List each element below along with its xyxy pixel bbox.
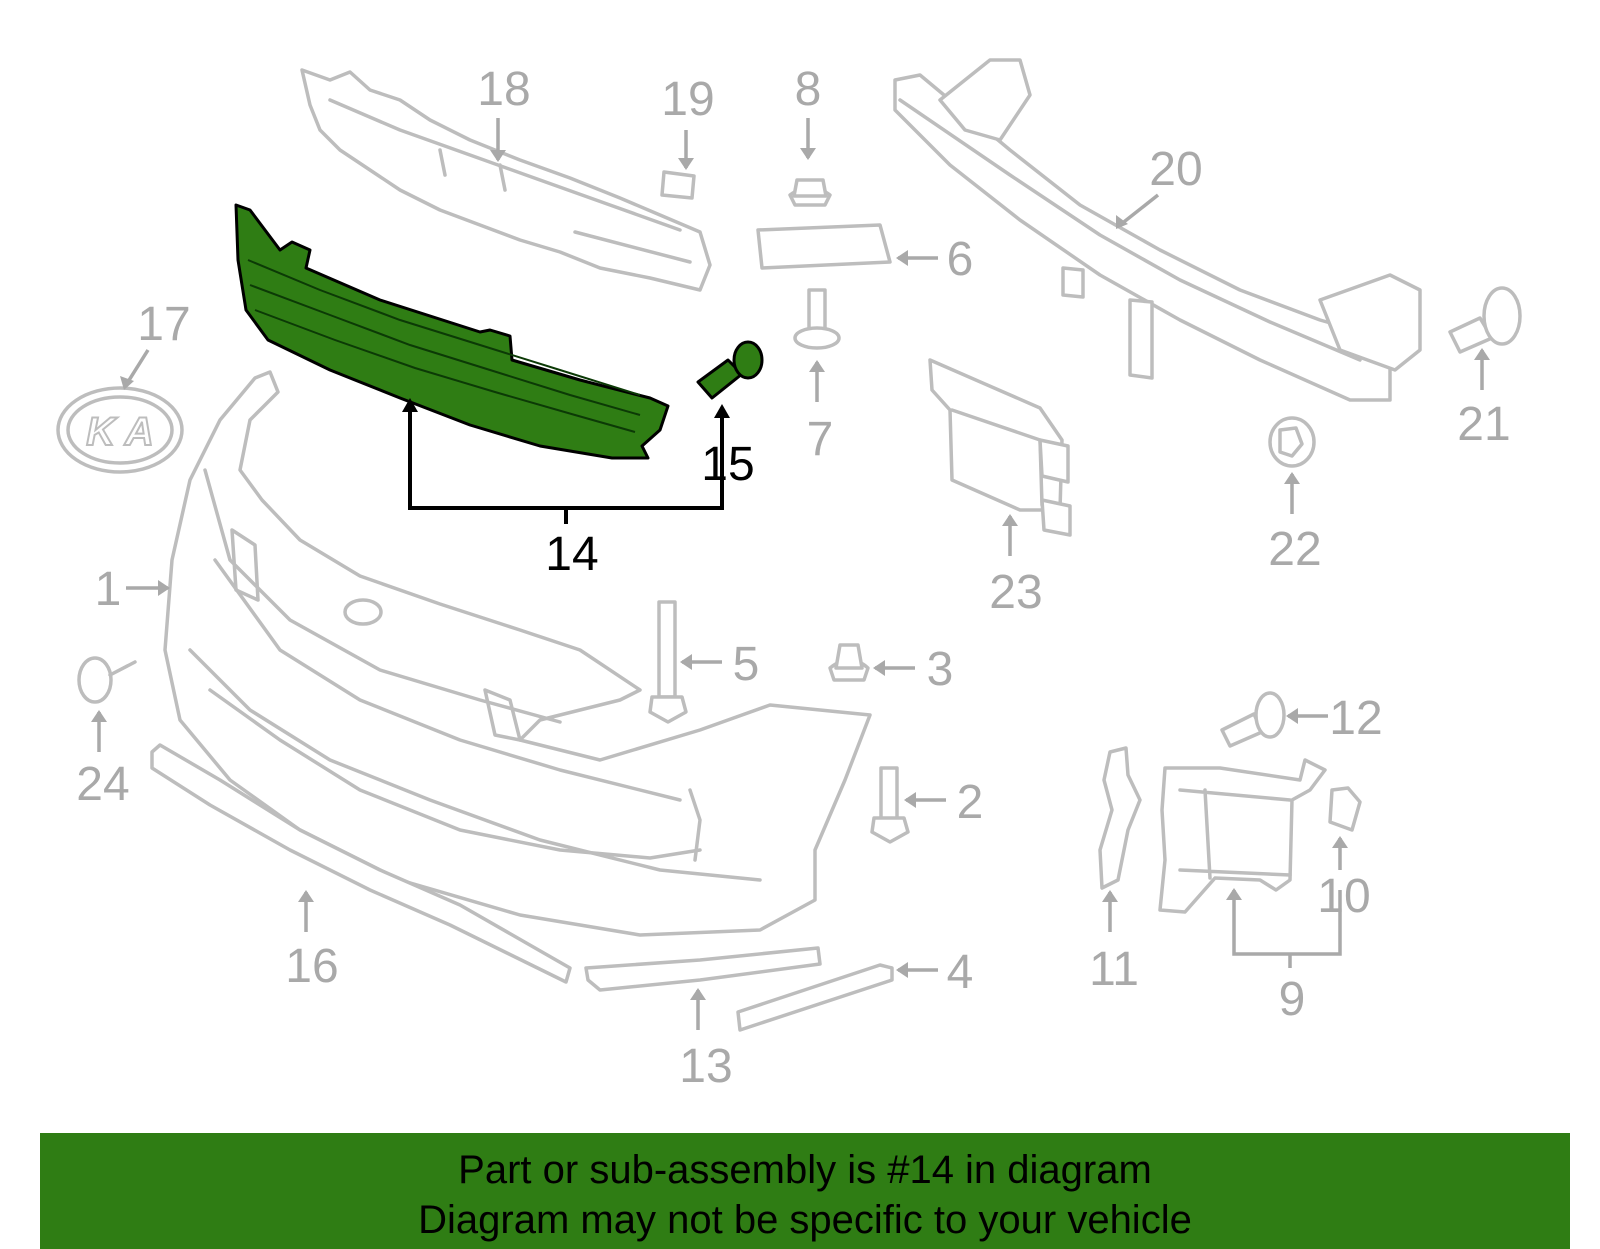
part-12-bolt — [1220, 691, 1286, 748]
callout-9: 9 — [1279, 973, 1306, 1026]
part-23-sensor — [928, 358, 1072, 537]
callout-11-leader — [1102, 890, 1118, 932]
callout-10-leader — [1332, 836, 1348, 870]
part-11-bracket — [1098, 746, 1142, 890]
callout-14: 14 — [545, 528, 598, 581]
callout-17-leader — [120, 349, 150, 390]
callout-4: 4 — [947, 946, 974, 999]
callout-7: 7 — [807, 413, 834, 466]
part-3-clip — [828, 643, 870, 682]
banner-line-part: Part or sub-assembly is #14 in diagram — [458, 1148, 1152, 1192]
callout-19: 19 — [661, 73, 714, 126]
callout-8-leader — [800, 118, 816, 160]
callout-19-leader — [678, 130, 694, 170]
part-15-screw — [696, 340, 764, 400]
callout-5: 5 — [733, 638, 760, 691]
part-14-grille — [234, 203, 670, 460]
part-1-bumper-cover — [163, 370, 872, 937]
part-4-strip — [736, 963, 894, 1032]
callout-9-bracket — [1226, 888, 1342, 968]
part-18-absorber — [300, 68, 712, 292]
part-17-emblem: K A — [56, 386, 184, 474]
callout-21: 21 — [1457, 398, 1510, 451]
callout-3-leader — [873, 660, 915, 676]
callout-24: 24 — [76, 758, 129, 811]
callout-1-leader — [126, 580, 170, 596]
callout-22-leader — [1284, 472, 1300, 514]
callout-16: 16 — [285, 940, 338, 993]
callout-12-leader — [1286, 708, 1328, 724]
callout-23-leader — [1002, 514, 1018, 556]
callout-12: 12 — [1329, 692, 1382, 745]
part-5-bolt — [648, 600, 688, 724]
callout-18-leader — [490, 118, 506, 162]
part-10-clip — [1328, 786, 1362, 832]
callout-8: 8 — [795, 63, 822, 116]
callout-21-leader — [1474, 348, 1490, 390]
callout-2: 2 — [957, 776, 984, 829]
callout-6-leader — [896, 250, 938, 266]
callout-18: 18 — [477, 63, 530, 116]
callout-24-leader — [91, 710, 107, 752]
part-2-bolt — [870, 766, 910, 844]
callout-7-leader — [809, 360, 825, 402]
callout-22: 22 — [1268, 523, 1321, 576]
callout-15: 15 — [701, 438, 754, 491]
part-7-bolt — [793, 288, 841, 350]
callout-1: 1 — [95, 563, 122, 616]
callout-11: 11 — [1089, 943, 1139, 996]
callout-14-bracket — [402, 398, 730, 524]
callout-10: 10 — [1317, 870, 1370, 923]
callout-4-leader — [896, 962, 938, 978]
callout-20: 20 — [1149, 143, 1202, 196]
part-19-clip — [660, 170, 696, 200]
callout-16-leader — [298, 890, 314, 932]
svg-text:K A: K A — [86, 410, 153, 454]
part-16-lower-strip — [150, 743, 572, 984]
callout-17: 17 — [137, 298, 190, 351]
callout-13-leader — [690, 988, 706, 1030]
banner-line-disclaimer: Diagram may not be specific to your vehi… — [418, 1198, 1192, 1242]
part-20-bumper-beam — [893, 58, 1422, 402]
part-21-bolt — [1448, 286, 1522, 354]
part-22-nut — [1268, 416, 1316, 468]
part-6-bracket — [756, 223, 892, 270]
part-24-pin — [77, 656, 137, 704]
callout-5-leader — [680, 654, 722, 670]
info-banner: Part or sub-assembly is #14 in diagram D… — [40, 1133, 1570, 1249]
callout-13: 13 — [679, 1040, 732, 1093]
part-13-lip — [584, 946, 822, 992]
callout-23: 23 — [989, 566, 1042, 619]
part-9-bracket — [1158, 758, 1327, 914]
callout-20-leader — [1116, 193, 1160, 229]
callout-3: 3 — [927, 643, 954, 696]
part-8-nut — [788, 178, 832, 207]
callout-2-leader — [904, 792, 946, 808]
callout-6: 6 — [947, 233, 974, 286]
